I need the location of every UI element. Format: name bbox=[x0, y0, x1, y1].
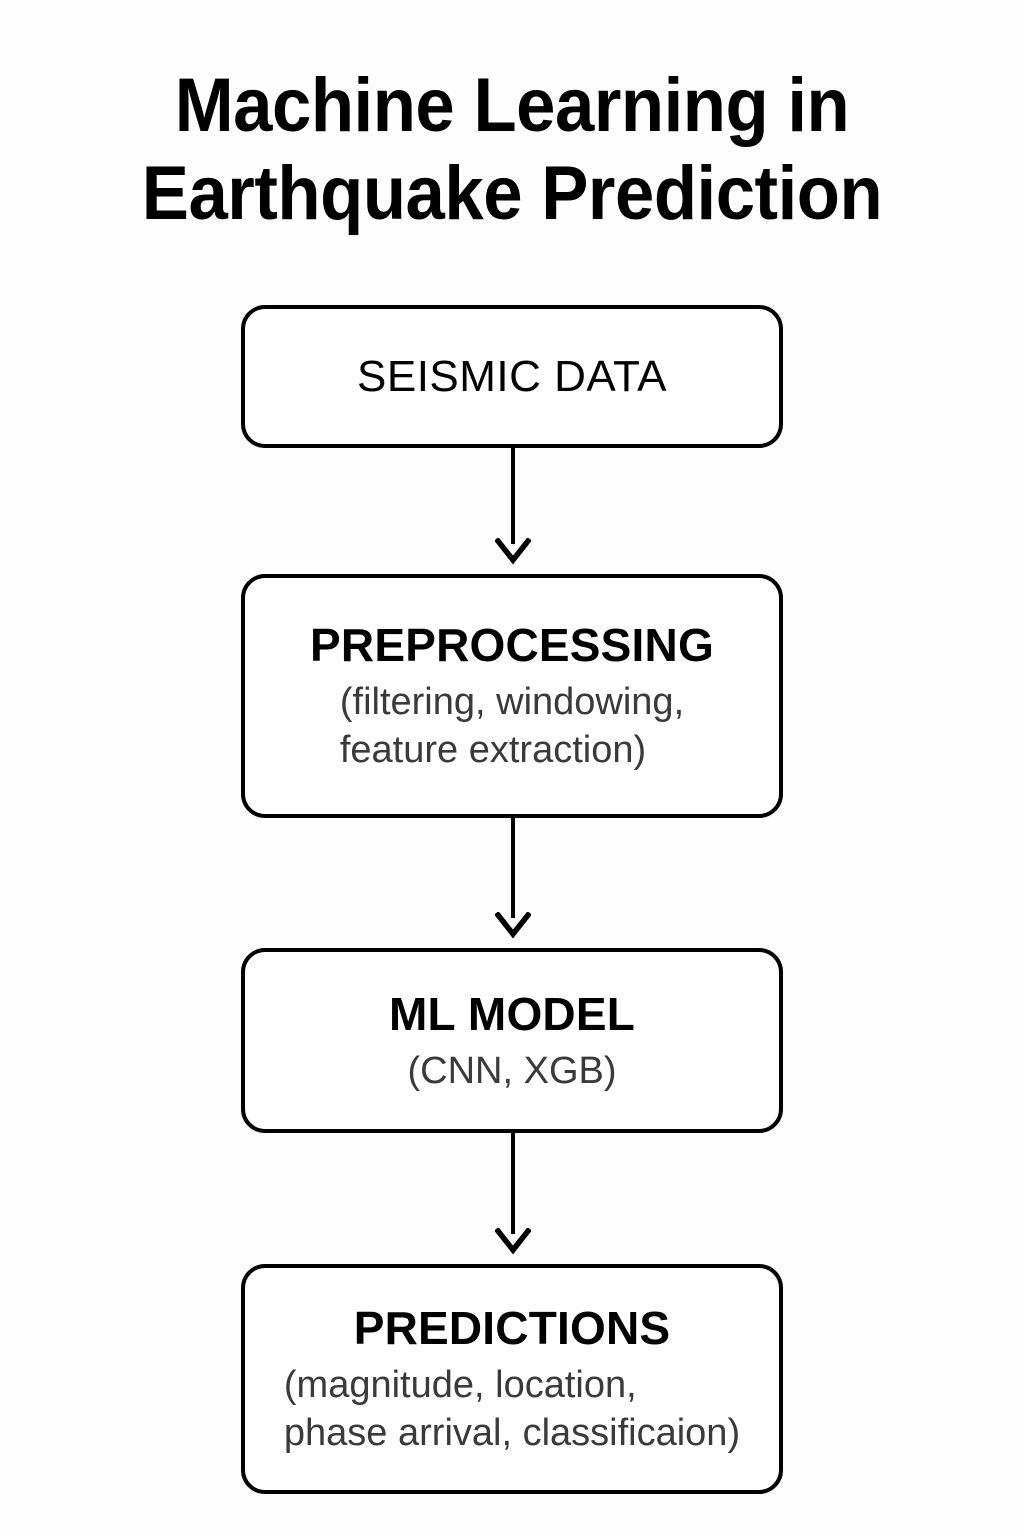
connector-line bbox=[511, 448, 515, 544]
flow-node-subtitle: (magnitude, location, phase arrival, cla… bbox=[283, 1364, 741, 1454]
flow-node-seismic-data: SEISMIC DATA bbox=[241, 305, 783, 448]
flow-edge-ml-model-to-predictions bbox=[493, 1133, 533, 1264]
flow-node-subtitle: (filtering, windowing, feature extractio… bbox=[339, 681, 685, 771]
flow-node-ml-model: ML MODEL (CNN, XGB) bbox=[241, 948, 783, 1133]
flow-node-preprocessing: PREPROCESSING (filtering, windowing, fea… bbox=[241, 574, 783, 818]
flow-node-predictions: PREDICTIONS (magnitude, location, phase … bbox=[241, 1264, 783, 1494]
connector-line bbox=[511, 818, 515, 918]
down-arrow-icon bbox=[495, 912, 531, 942]
flow-edge-preprocessing-to-ml-model bbox=[493, 818, 533, 948]
flow-edge-seismic-to-preprocessing bbox=[493, 448, 533, 574]
connector-line bbox=[511, 1133, 515, 1234]
flow-node-title: PREDICTIONS bbox=[353, 1302, 671, 1354]
page-title: Machine Learning in Earthquake Predictio… bbox=[141, 63, 883, 236]
flow-node-subtitle: (CNN, XGB) bbox=[407, 1049, 617, 1092]
down-arrow-icon bbox=[495, 538, 531, 568]
flow-node-title: SEISMIC DATA bbox=[357, 351, 667, 401]
flow-node-title: PREPROCESSING bbox=[310, 619, 714, 671]
flow-node-title: ML MODEL bbox=[388, 987, 636, 1040]
down-arrow-icon bbox=[495, 1228, 531, 1258]
